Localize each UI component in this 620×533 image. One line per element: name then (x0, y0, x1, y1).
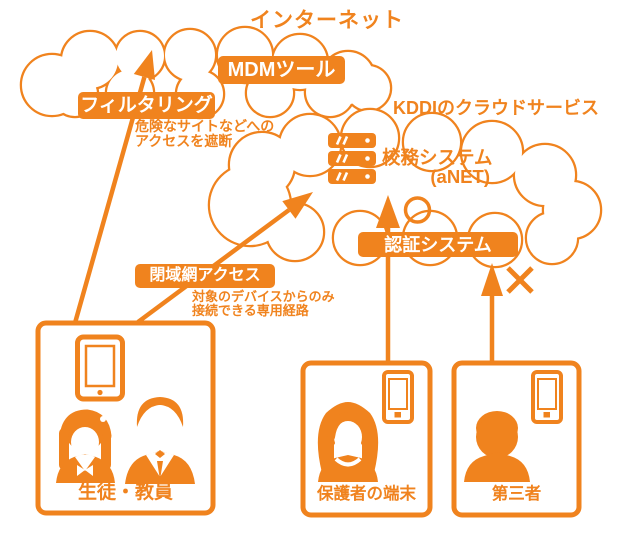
filtering-note: 危険なサイトなどへの アクセスを遮断 (135, 119, 274, 148)
school-system-name: 校務システム (382, 147, 493, 168)
kddi-cloud-label: KDDIのクラウドサービス (393, 98, 599, 118)
filtering-note-line2: アクセスを遮断 (135, 132, 233, 149)
guardian-woman-icon (317, 402, 379, 482)
arrow-guardian-to-auth (376, 195, 400, 363)
school-system-label: 校務システム (aNET) (382, 147, 493, 187)
auth-system-badge: 認証システム (358, 232, 518, 257)
guardian-box (300, 360, 433, 518)
thirdparty-box-label: 第三者 (491, 485, 542, 503)
students-box-label: 生徒・教員 (77, 482, 173, 503)
smartphone-icon (531, 370, 563, 424)
students-box (35, 320, 216, 516)
closed-network-note: 対象のデバイスからのみ 接続できる専用経路 (192, 290, 335, 317)
filtering-note-line1: 危険なサイトなどへの (135, 118, 275, 134)
closed-network-note-line1: 対象のデバイスからのみ (192, 289, 335, 304)
guardian-box-label: 保護者の端末 (317, 485, 416, 503)
arrow-thirdparty-blocked (481, 263, 503, 363)
allowed-circle-mark (403, 196, 432, 224)
student-female-icon (56, 409, 115, 483)
tablet-icon (75, 334, 125, 402)
server-stack-icon (328, 133, 376, 184)
smartphone-icon (382, 370, 414, 424)
thirdparty-box (451, 360, 582, 518)
third-party-silhouette-icon (464, 411, 530, 482)
closed-network-badge: 閉域網アクセス (135, 264, 275, 288)
closed-network-note-line2: 接続できる専用経路 (192, 302, 309, 318)
internet-label: インターネット (250, 9, 404, 32)
filtering-badge: フィルタリング (78, 92, 215, 119)
teacher-male-icon (125, 397, 195, 484)
mdm-tool-badge: MDMツール (218, 56, 345, 84)
denied-cross-mark (506, 266, 534, 294)
school-system-sub: (aNET) (430, 166, 490, 187)
